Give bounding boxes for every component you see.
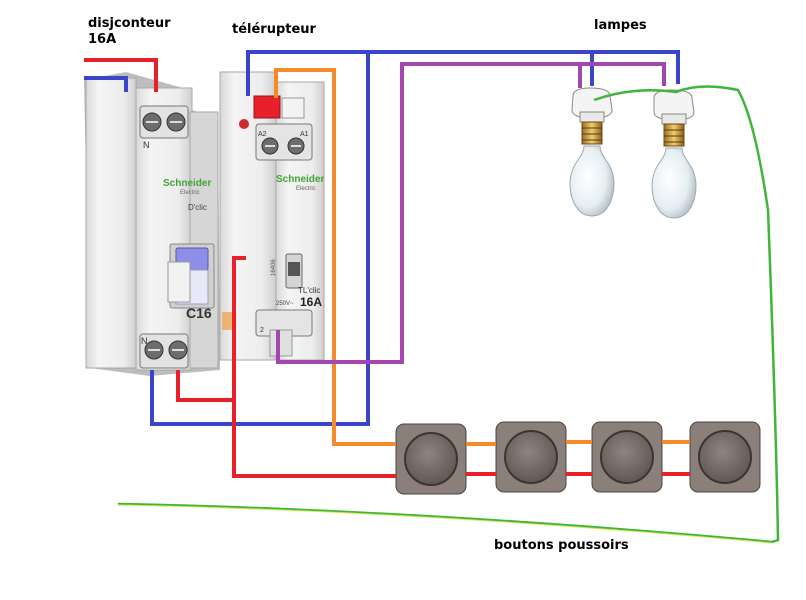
relay-brand: Schneider	[276, 174, 324, 185]
lamp-return-wire	[276, 62, 666, 364]
breaker-brand-sub: Electric	[180, 190, 200, 196]
lamp-1	[569, 87, 615, 217]
relay-voltage: 250V~	[276, 301, 294, 307]
relay-terminal-a2: A2	[258, 131, 267, 138]
breaker-terminal-n-bottom: N	[141, 336, 148, 346]
label-boutons: boutons poussoirs	[494, 538, 629, 553]
phase-wire-in	[84, 58, 158, 92]
neutral-wire-lamps	[368, 50, 680, 84]
push-button-1	[395, 423, 467, 495]
control-wire	[274, 68, 396, 446]
push-button-4	[689, 421, 761, 493]
breaker-brand: Schneider	[163, 178, 211, 189]
push-button-3	[591, 421, 663, 493]
relay-rating: 16A	[300, 295, 322, 309]
neutral-wire-breaker-out	[150, 50, 370, 426]
lamp-2	[651, 89, 697, 219]
phase-wire-relay-feed	[232, 256, 396, 478]
label-disjoncteur-line1: disjconteur	[88, 16, 171, 31]
label-lampes: lampes	[594, 18, 647, 33]
relay-ref: 16406	[271, 259, 277, 276]
relay-model: TL'clic	[298, 286, 320, 295]
label-disjoncteur-line2: 16A	[88, 32, 117, 47]
earth-wire	[117, 85, 780, 544]
relay-terminal-a1: A1	[300, 131, 309, 138]
earth-wire-highlight	[117, 504, 773, 544]
remote-relay: A2 A1 Schneider Electric 16406 TL'clic 2…	[219, 71, 325, 361]
breaker-rating: C16	[186, 305, 212, 321]
circuit-breaker: N Schneider Electric D'clic C16 N	[84, 72, 220, 376]
relay-terminal-2: 2	[260, 327, 264, 334]
phase-wire-out	[176, 370, 234, 402]
push-button-2	[495, 421, 567, 493]
neutral-wire-main	[84, 76, 128, 92]
label-disjoncteur: disjconteur 16A	[88, 16, 171, 48]
label-telerupteur: télérupteur	[232, 22, 316, 37]
breaker-model: D'clic	[188, 203, 207, 212]
relay-brand-sub: Electric	[296, 186, 316, 192]
breaker-terminal-n-top: N	[143, 140, 150, 150]
